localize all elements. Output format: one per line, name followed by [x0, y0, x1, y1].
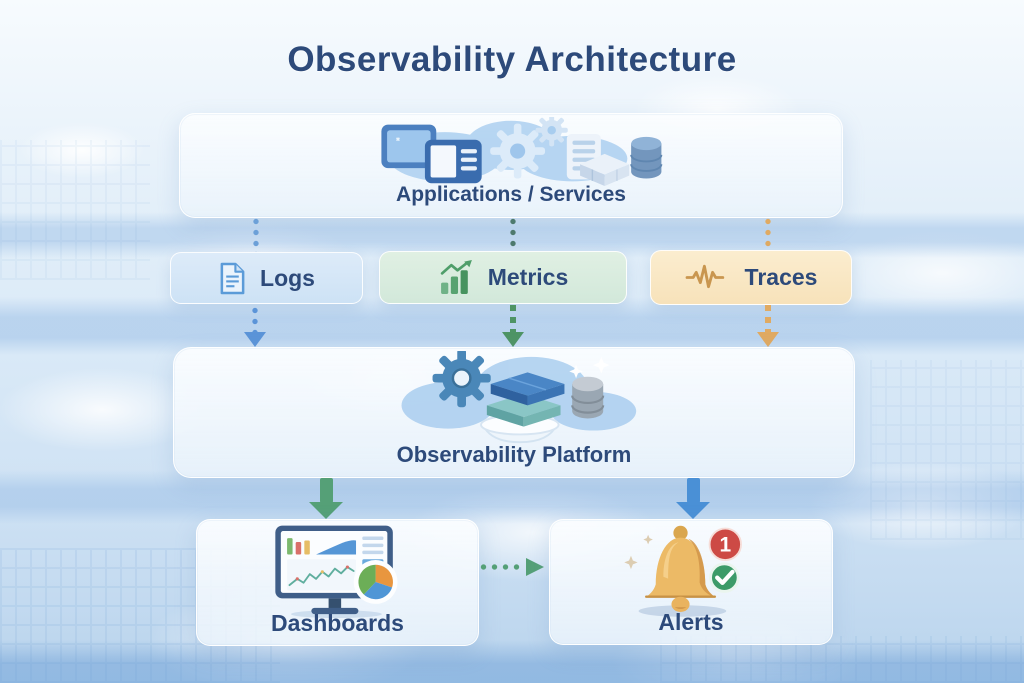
- bar-chart-trend-icon: [440, 260, 472, 294]
- mini-bar-chart: [286, 538, 310, 555]
- sparkle-icon: [624, 534, 653, 570]
- connector-apps-to-metrics: [510, 216, 516, 252]
- package-icon: [580, 153, 630, 187]
- connector-metrics-to-platform: [510, 305, 516, 332]
- log-document-icon: [220, 262, 245, 294]
- dashboard-monitor-icon: [274, 525, 398, 618]
- traces-label: Traces: [744, 264, 818, 290]
- node-observability-platform: Observability Platform: [173, 347, 855, 478]
- alert-count-text: 1: [719, 533, 731, 556]
- arrowhead-logs-to-platform: [244, 332, 266, 347]
- connector-apps-to-logs: [253, 216, 259, 252]
- arrow-platform-to-alerts: [687, 478, 700, 503]
- monitor-icon: [381, 124, 437, 169]
- observability-platform-label: Observability Platform: [396, 442, 632, 467]
- logs-label: Logs: [260, 264, 315, 291]
- metrics-label: Metrics: [487, 264, 569, 290]
- notification-bell-icon: 1: [624, 525, 742, 617]
- mini-area-chart: [315, 540, 356, 555]
- tablet-icon: [424, 139, 482, 184]
- page-title: Observability Architecture: [287, 40, 737, 79]
- dashboards-label: Dashboards: [271, 610, 404, 636]
- check-circle-icon: [709, 562, 740, 593]
- database-icon: [571, 376, 605, 419]
- node-traces: Traces: [650, 250, 852, 305]
- node-alerts: 1 Alerts: [549, 519, 833, 645]
- alerts-label: Alerts: [658, 609, 724, 635]
- applications-services-label: Applications / Services: [396, 183, 626, 206]
- connector-dashboards-to-alerts: [478, 564, 524, 570]
- sky-band: [0, 470, 1024, 524]
- connector-logs-to-platform: [252, 305, 258, 332]
- node-metrics: Metrics: [379, 251, 627, 304]
- alert-count-badge: 1: [708, 527, 742, 561]
- sky-band: [0, 640, 1024, 683]
- database-icon: [630, 136, 663, 179]
- arrowhead-metrics-to-platform: [502, 332, 524, 347]
- node-logs: Logs: [170, 252, 363, 304]
- mini-text-lines: [361, 536, 383, 555]
- connector-traces-to-platform: [765, 305, 771, 332]
- arrowhead-platform-to-alerts: [676, 502, 710, 519]
- layer-stack-icon: [486, 372, 565, 427]
- circuit-texture: [0, 140, 150, 280]
- gear-icon: [490, 123, 546, 179]
- arrowhead-platform-to-dashboards: [309, 502, 343, 519]
- circuit-texture: [870, 360, 1024, 540]
- applications-icon-cluster: [381, 117, 663, 187]
- gear-icon: [432, 351, 491, 408]
- node-applications-services: Applications / Services: [179, 113, 843, 218]
- platform-icon-cluster: [401, 351, 637, 444]
- arrowhead-dashboards-to-alerts: [526, 558, 544, 576]
- connector-apps-to-traces: [765, 216, 771, 252]
- gear-icon-small: [535, 117, 568, 147]
- arrowhead-traces-to-platform: [757, 332, 779, 347]
- bell-body: [645, 525, 717, 612]
- waveform-icon: [685, 264, 724, 289]
- arrow-platform-to-dashboards: [320, 478, 333, 503]
- node-dashboards: Dashboards: [196, 519, 479, 646]
- mini-line-chart: [286, 559, 356, 591]
- pie-chart-icon: [353, 560, 398, 604]
